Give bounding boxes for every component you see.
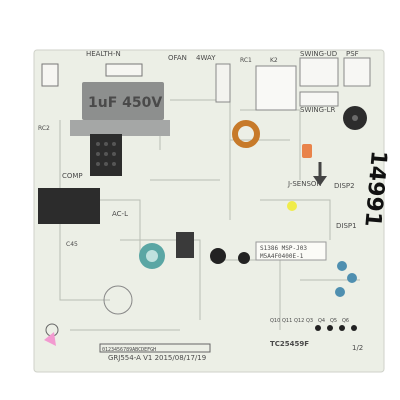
label-disp1: DISP1: [336, 222, 357, 230]
small-transistors: [315, 325, 357, 331]
health-connector: [41, 63, 59, 87]
label-k2: K2: [270, 57, 278, 64]
label-comp: COMP: [62, 172, 83, 180]
q-label: Q6: [342, 318, 349, 324]
film-capacitor: [82, 82, 164, 120]
blue-leds: [335, 261, 357, 297]
fraction-label: 1/2: [352, 344, 363, 352]
ts-code-label: TC25459F: [270, 340, 309, 348]
down-arrow-icon: [313, 162, 327, 186]
label-psf: PSF: [346, 50, 359, 58]
capacitor-value-label: 1uF 450V: [88, 95, 162, 111]
q-label: Q10: [270, 318, 280, 324]
orange-component: [302, 144, 312, 158]
yellow-sticker: [287, 201, 297, 211]
buzzer-center: [352, 115, 358, 121]
label-j-sensor: J-SENSOR: [287, 180, 321, 188]
board-id-label: GRJ554-A V1 2015/08/17/19: [108, 354, 206, 362]
sticker-line1: S1386 MSP-J03: [260, 245, 307, 252]
label-4way: 4WAY: [196, 54, 216, 62]
q-label: Q3: [306, 318, 313, 324]
circle-marking: [103, 285, 133, 315]
psf-connector: [343, 57, 371, 87]
ecap-top: [146, 250, 158, 262]
black-capacitor-2: [238, 252, 250, 264]
barcode-strip: [99, 343, 211, 353]
swing-ud-connector: [299, 57, 339, 87]
serial-sticker: [255, 241, 327, 261]
swing-lr-connector: [299, 91, 339, 107]
label-swing-lr: SWING-LR: [300, 106, 336, 114]
rc1-component: [215, 63, 231, 103]
q-label: Q5: [330, 318, 337, 324]
capacitor-mount: [70, 120, 170, 136]
ofan-connector: [105, 63, 143, 77]
black-capacitor-1: [210, 248, 226, 264]
barcode-digits: 0123456789ABCDEFGH: [102, 347, 156, 353]
label-ac-l: AC-L: [112, 210, 128, 218]
label-swing-ud: SWING-UD: [300, 50, 337, 58]
q-label: Q4: [318, 318, 325, 324]
main-relay: [38, 188, 100, 224]
label-rc2: RC2: [38, 125, 50, 132]
label-rc1: RC1: [240, 57, 252, 64]
pink-marker: [44, 332, 56, 346]
regulator-ic: [176, 232, 194, 258]
q-label: Q12: [294, 318, 304, 324]
relay-pins: [96, 142, 116, 166]
k2-relay: [255, 65, 297, 111]
label-ofan: OFAN: [168, 54, 187, 62]
label-health: HEALTH-N: [86, 50, 121, 58]
toroid-coil-icon: [232, 120, 260, 148]
q-label: Q11: [282, 318, 292, 324]
label-c45: C45: [66, 241, 78, 248]
sticker-line2: M5A4F0400E-1: [260, 253, 304, 260]
label-disp2: DISP2: [334, 182, 355, 190]
